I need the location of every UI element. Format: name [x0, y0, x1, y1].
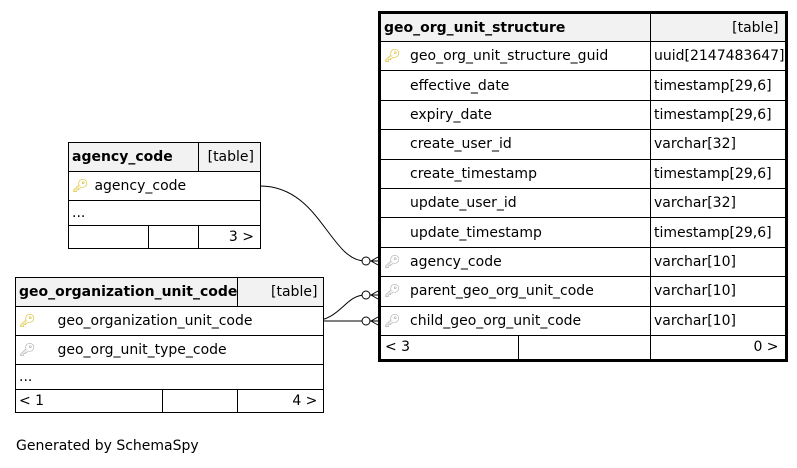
column-name: child_geo_org_unit_code: [410, 312, 582, 329]
table-row[interactable]: expiry_date timestamp[29,6]: [379, 99, 787, 131]
footer-middle: [161, 389, 239, 413]
more-columns: ...: [68, 200, 261, 226]
relationship-crowfoot-marker: [370, 316, 379, 326]
table-row[interactable]: 🔑︎ geo_organization_unit_code: [14, 306, 325, 336]
column-name: update_user_id: [410, 195, 517, 212]
column-type: varchar[10]: [650, 305, 787, 336]
column-name: agency_code: [94, 178, 187, 194]
primary-key-icon: 🔑︎: [384, 49, 401, 65]
table-kind: [table]: [237, 277, 325, 307]
table-row[interactable]: 🔑︎ agency_code varchar[10]: [379, 246, 787, 278]
table-title: agency_code: [72, 149, 173, 165]
table-geo-organization-unit-code[interactable]: geo_organization_unit_code [table] 🔑︎ ge…: [14, 277, 325, 413]
table-footer: < 3 0 >: [379, 334, 787, 361]
parents-link[interactable]: [68, 225, 149, 249]
primary-key-icon: 🔑︎: [72, 179, 89, 194]
table-row[interactable]: update_user_id varchar[32]: [379, 187, 787, 219]
footer-middle: [148, 225, 199, 249]
table-title: geo_organization_unit_code: [19, 284, 238, 300]
table-row[interactable]: create_timestamp timestamp[29,6]: [379, 158, 787, 189]
column-type: timestamp[29,6]: [650, 99, 787, 131]
children-link[interactable]: 0 >: [650, 334, 787, 361]
table-kind: [table]: [198, 142, 261, 172]
relationship-optional-marker: [361, 256, 371, 266]
primary-key-icon: 🔑︎: [19, 314, 36, 329]
column-name: geo_org_unit_type_code: [57, 342, 227, 358]
table-geo-org-unit-structure[interactable]: geo_org_unit_structure [table] 🔑︎ geo_org…: [378, 11, 788, 362]
relationship-line: [259, 185, 378, 262]
foreign-key-icon: 🔑︎: [384, 284, 401, 300]
table-row[interactable]: create_user_id varchar[32]: [379, 129, 787, 160]
relationship-crowfoot-marker: [370, 290, 379, 300]
column-type: uuid[2147483647]: [650, 40, 787, 72]
table-row[interactable]: 🔑︎ geo_org_unit_type_code: [14, 335, 325, 365]
generated-by-label: Generated by SchemaSpy: [16, 438, 199, 454]
table-kind: [table]: [650, 12, 787, 42]
table-row[interactable]: 🔑︎ agency_code: [68, 171, 261, 201]
foreign-key-icon: 🔑︎: [384, 254, 401, 270]
column-name: geo_org_unit_structure_guid: [410, 48, 609, 65]
column-name: effective_date: [410, 77, 510, 94]
foreign-key-icon: 🔑︎: [19, 343, 36, 358]
column-type: varchar[32]: [650, 187, 787, 219]
table-row[interactable]: 🔑︎ parent_geo_org_unit_code varchar[10]: [379, 276, 787, 307]
table-title: geo_org_unit_structure: [384, 19, 566, 36]
column-type: timestamp[29,6]: [650, 217, 787, 248]
table-agency-code[interactable]: agency_code [table] 🔑︎ agency_code ... 3…: [68, 142, 261, 249]
column-name: create_timestamp: [410, 165, 537, 182]
column-type: timestamp[29,6]: [650, 70, 787, 101]
children-link[interactable]: 3 >: [198, 225, 261, 249]
column-name: create_user_id: [410, 136, 512, 153]
column-name: expiry_date: [410, 106, 493, 123]
column-type: varchar[10]: [650, 246, 787, 278]
table-row[interactable]: update_timestamp timestamp[29,6]: [379, 217, 787, 248]
table-footer: < 1 4 >: [15, 389, 325, 413]
column-name: agency_code: [410, 253, 502, 270]
column-type: varchar[10]: [650, 276, 787, 307]
table-row[interactable]: 🔑︎ geo_org_unit_structure_guid uuid[214748…: [379, 40, 787, 72]
column-name: parent_geo_org_unit_code: [410, 283, 594, 300]
table-row[interactable]: 🔑︎ child_geo_org_unit_code varchar[10]: [379, 305, 787, 336]
column-name: update_timestamp: [410, 224, 542, 241]
table-row[interactable]: effective_date timestamp[29,6]: [379, 70, 787, 101]
relationship-optional-marker: [361, 316, 371, 326]
relationship-optional-marker: [361, 290, 371, 300]
column-name: geo_organization_unit_code: [57, 313, 253, 329]
children-link[interactable]: 4 >: [237, 389, 325, 413]
relationship-crowfoot-marker: [370, 256, 379, 266]
more-columns: ...: [14, 364, 325, 390]
parents-link[interactable]: < 1: [15, 389, 163, 413]
parents-link[interactable]: < 3: [381, 336, 519, 359]
table-footer: 3 >: [68, 225, 261, 249]
column-type: varchar[32]: [650, 129, 787, 160]
foreign-key-icon: 🔑︎: [384, 313, 401, 329]
column-type: timestamp[29,6]: [650, 158, 787, 189]
